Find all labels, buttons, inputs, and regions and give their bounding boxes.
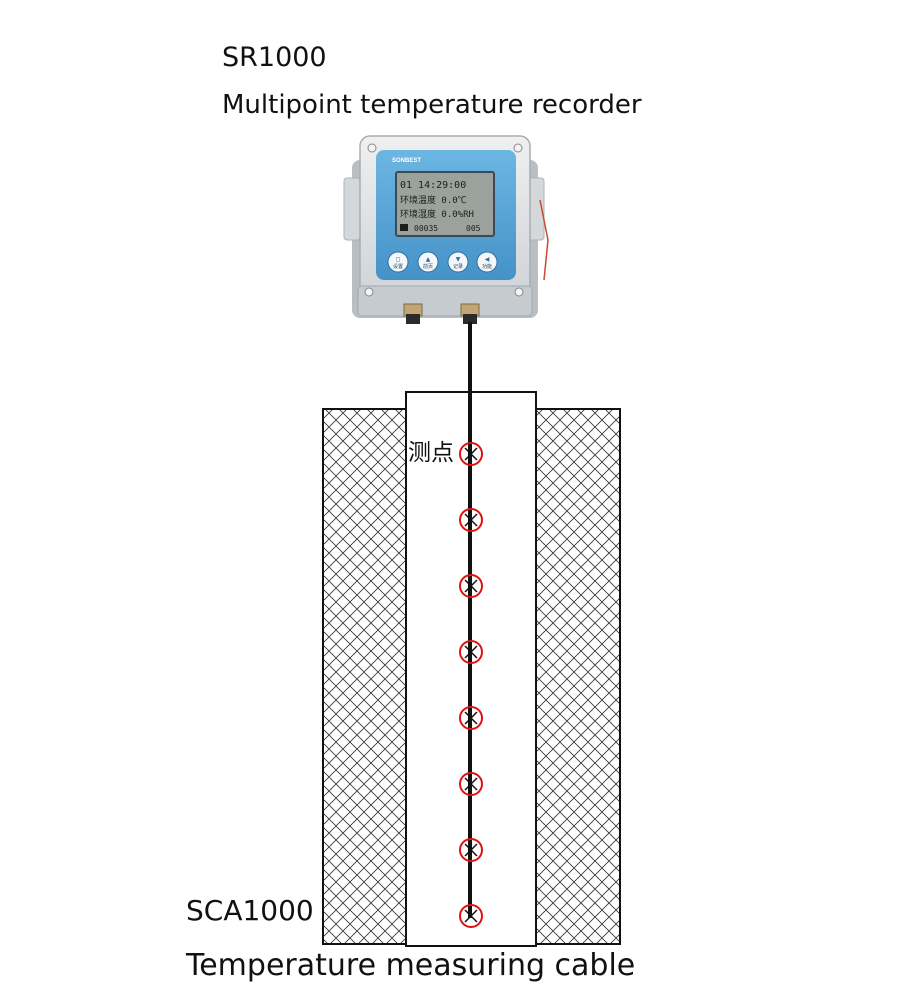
lcd-line-1: 01 14:29:00 [400, 180, 466, 191]
device-button-glyph: ◻ [396, 256, 401, 263]
screw-icon [514, 144, 522, 152]
cable-gland-left [404, 304, 422, 324]
device-button-glyph: ◀ [485, 256, 490, 263]
lcd-line-4-right: 005 [466, 224, 481, 233]
lcd-line-3: 环境湿度 0.0%RH [400, 208, 474, 220]
device-button-2: ▲前页 [418, 252, 438, 272]
cable-model-label: SCA1000 [186, 897, 314, 925]
soil-right [536, 409, 620, 944]
measuring-point-label: 测点 [408, 442, 454, 465]
device-button-1: ◻设置 [388, 252, 408, 272]
device-button-glyph: ▲ [426, 256, 431, 263]
device-button-label: 功能 [482, 263, 492, 270]
brand-logo: SONBEST [392, 158, 421, 164]
cable-gland-right [461, 304, 479, 324]
device-button-label: 记录 [453, 263, 463, 270]
soil-left [323, 409, 408, 944]
screw-icon [368, 144, 376, 152]
device-button-4: ◀功能 [477, 252, 497, 272]
device-button-label: 设置 [393, 263, 403, 270]
device-button-glyph: ▼ [456, 256, 461, 263]
left-mount-ear [344, 178, 360, 240]
cable-name-label: Temperature measuring cable [186, 951, 635, 981]
lcd-line-4-left: 00035 [414, 224, 438, 233]
device-button-3: ▼记录 [448, 252, 468, 272]
recorder-device: SONBEST 01 14:29:00 环境温度 0.0℃ 环境湿度 0.0%R… [344, 136, 548, 324]
device-button-label: 前页 [423, 263, 433, 270]
screw-icon [515, 288, 523, 296]
screw-icon [365, 288, 373, 296]
lcd-battery-icon [400, 224, 408, 231]
lcd-line-2: 环境温度 0.0℃ [400, 194, 467, 206]
